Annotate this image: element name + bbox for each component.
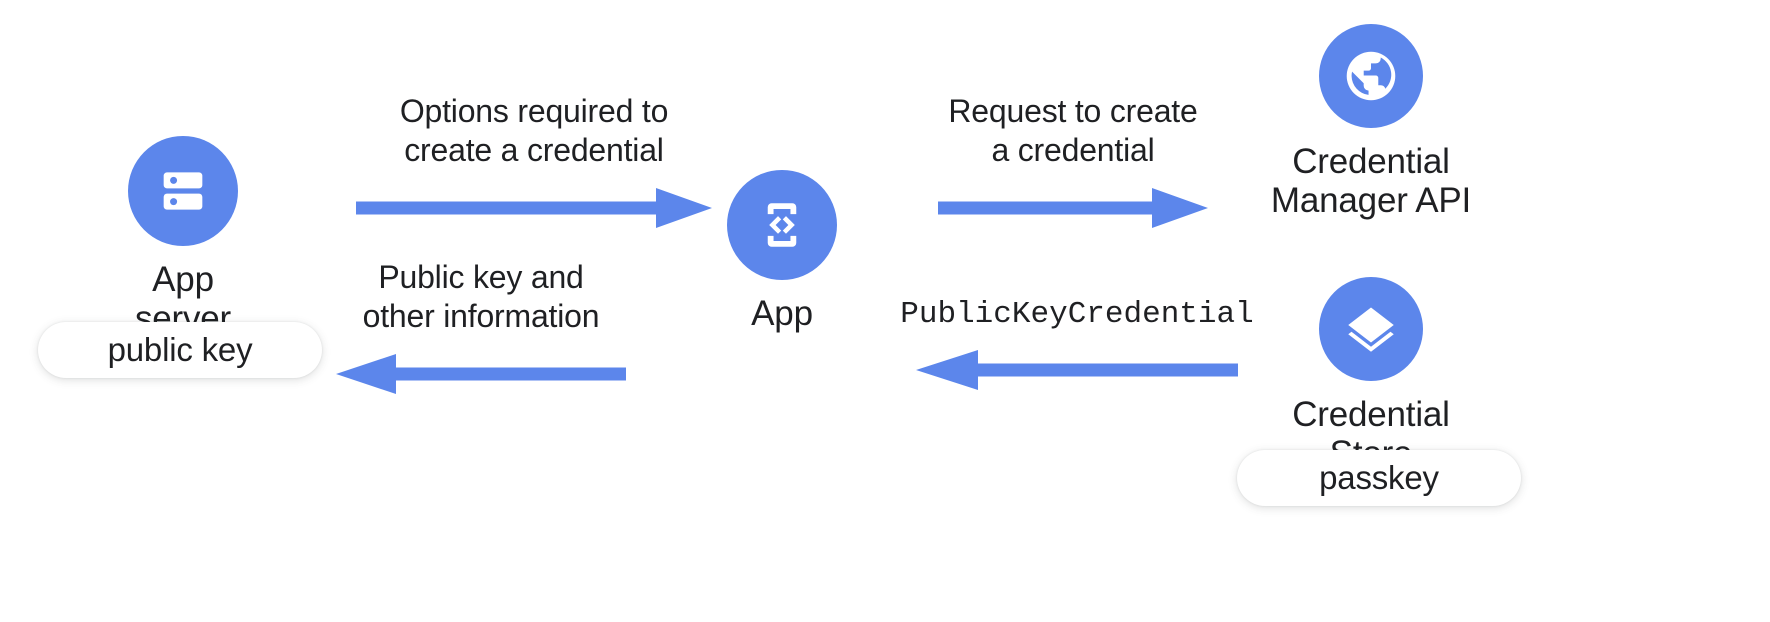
arrow-request-to-create-label: Request to create a credential	[948, 93, 1198, 169]
chip-public-key-label: public key	[107, 331, 253, 368]
node-app-server: App server	[128, 136, 238, 338]
arrow-public-key-and-other-information-label: Public key and other information	[362, 259, 600, 335]
chip-passkey: passkey	[1237, 450, 1521, 506]
layers-icon	[1319, 277, 1423, 381]
server-icon	[128, 136, 238, 246]
arrow-right-icon	[356, 188, 712, 229]
chip-passkey-label: passkey	[1319, 459, 1439, 496]
arrow-options-required-label: Options required to create a credential	[399, 93, 669, 169]
node-app-label: App	[751, 294, 813, 333]
node-app: App	[727, 170, 837, 333]
chip-public-key: public key	[38, 322, 322, 378]
arrow-right-icon	[938, 188, 1208, 229]
node-credential-store: Credential Store	[1263, 277, 1479, 473]
arrow-request-to-create: Request to create a credential	[938, 92, 1208, 236]
globe-icon	[1319, 24, 1423, 128]
arrow-left-icon	[336, 354, 626, 395]
arrow-left-icon	[916, 349, 1238, 390]
arrow-public-key-credential-label: PublicKeyCredential	[900, 297, 1254, 332]
arrow-public-key-and-other-information: Public key and other information	[336, 258, 626, 402]
arrow-public-key-credential: PublicKeyCredential	[900, 296, 1254, 398]
node-credential-manager-api: Credential Manager API	[1263, 24, 1479, 220]
node-credential-manager-api-label: Credential Manager API	[1270, 142, 1472, 221]
arrow-options-required: Options required to create a credential	[356, 92, 712, 236]
mobile-code-icon	[727, 170, 837, 280]
